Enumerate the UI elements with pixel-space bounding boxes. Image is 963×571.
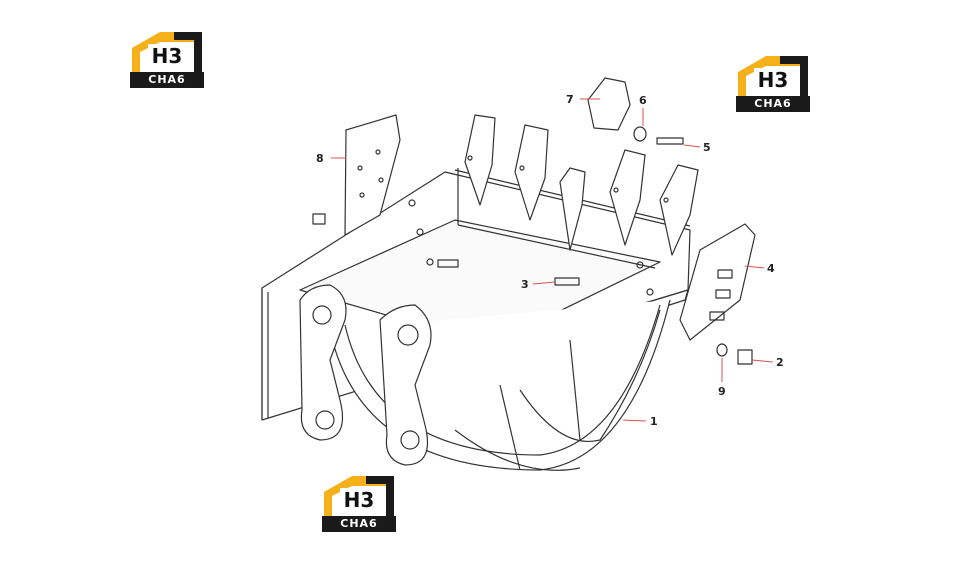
callout-2: 2 <box>776 356 784 369</box>
logo-brand-text: H3 <box>340 488 378 512</box>
logo-sub-text: CHA6 <box>736 96 810 112</box>
side-cutter-right <box>679 223 756 341</box>
logo-house-icon <box>324 476 394 516</box>
callout-7: 7 <box>566 93 574 106</box>
tooth-pin <box>656 137 684 145</box>
callout-1: 1 <box>650 415 658 428</box>
hex-nut <box>737 349 753 365</box>
tooth-tip <box>587 77 631 131</box>
leader-lines <box>331 98 774 422</box>
callouts: 8 7 6 5 3 4 2 9 1 <box>316 93 784 428</box>
bucket-lugs <box>299 284 432 466</box>
callout-6: 6 <box>639 94 647 107</box>
logo-house-icon <box>738 56 808 96</box>
brand-logo-bottom: H3 CHA6 <box>322 476 396 534</box>
callout-3: 3 <box>521 278 529 291</box>
hex-bolt-left <box>437 259 459 268</box>
callout-9: 9 <box>718 385 726 398</box>
side-bolts <box>408 199 654 296</box>
nut-left <box>312 213 326 225</box>
brand-logo-top-right: H3 CHA6 <box>736 56 810 114</box>
callout-4: 4 <box>767 262 775 275</box>
logo-brand-text: H3 <box>754 68 792 92</box>
lock-washer <box>633 126 647 142</box>
callout-5: 5 <box>703 141 711 154</box>
logo-house-icon <box>132 32 202 72</box>
flat-washer <box>716 343 728 357</box>
side-cutter-left <box>344 114 401 236</box>
brand-logo-top-left: H3 CHA6 <box>130 32 204 90</box>
logo-brand-text: H3 <box>148 44 186 68</box>
teeth-row <box>454 114 699 269</box>
callout-8: 8 <box>316 152 324 165</box>
logo-sub-text: CHA6 <box>322 516 396 532</box>
logo-sub-text: CHA6 <box>130 72 204 88</box>
hex-bolt <box>554 277 580 286</box>
